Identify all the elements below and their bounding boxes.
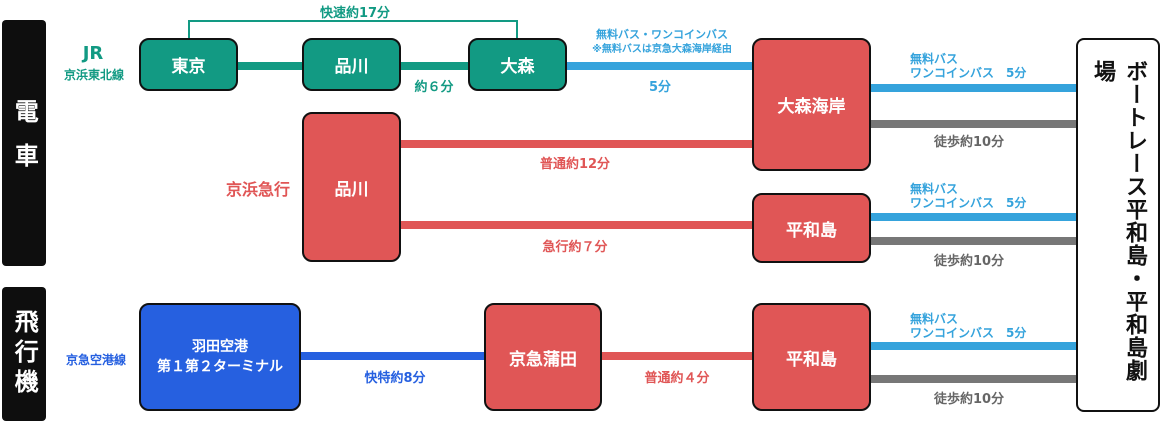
airport-local-line: [600, 352, 754, 360]
bus-label-1-line2: ワンコインバス 5分: [910, 66, 1027, 80]
jr-bus-line: [567, 62, 754, 70]
jr-rapid-time-label: 快速約17分: [319, 6, 391, 21]
bus-label-2-line1: 無料バス: [910, 182, 959, 196]
destination-name: ボートレース平和島・平和島劇場: [1090, 60, 1147, 382]
airport-local-time-label: 普通約４分: [644, 371, 710, 386]
bus-line-3: [871, 342, 1076, 350]
jr-keihin-tohoku-label: 京浜東北線: [63, 68, 124, 82]
jr-bus-label-line2: ※無料バスは京急大森海岸経由: [592, 44, 732, 55]
station-shinagawa-keikyu[interactable]: 品川: [302, 112, 401, 262]
destination-box[interactable]: ボートレース平和島・平和島劇場: [1076, 38, 1160, 412]
station-omori-kaigan[interactable]: 大森海岸: [752, 38, 871, 171]
station-omori[interactable]: 大森: [468, 38, 567, 91]
keikyu-express-line: [400, 221, 754, 229]
walk-label-3: 徒歩約10分: [934, 392, 1005, 407]
jr-rapid-bracket-top: [188, 20, 518, 22]
walk-line-2: [871, 237, 1076, 245]
station-heiwajima-keikyu[interactable]: 平和島: [752, 193, 871, 263]
station-shinagawa-jr[interactable]: 品川: [302, 38, 401, 91]
keikyu-express-time-label: 急行約７分: [542, 240, 608, 255]
keikyu-local-time-label: 普通約12分: [539, 157, 611, 172]
bus-line-1: [871, 84, 1076, 92]
jr-bus-time-label: 5分: [648, 80, 672, 95]
airport-rapid-line: [300, 352, 486, 360]
keikyu-line-label: 京浜急行: [225, 180, 290, 199]
airport-line-label: 京急空港線: [65, 353, 126, 367]
walk-label-2: 徒歩約10分: [934, 254, 1005, 269]
walk-line-3: [871, 375, 1076, 383]
jr-rapid-bracket-right: [516, 20, 518, 40]
station-haneda-airport[interactable]: 羽田空港 第１第２ターミナル: [139, 303, 301, 411]
bus-label-3-line2: ワンコインバス 5分: [910, 326, 1027, 340]
train-category-label: 電車: [2, 20, 46, 266]
bus-label-2-line2: ワンコインバス 5分: [910, 196, 1027, 210]
jr-bus-label-line1: 無料バス・ワンコインバス: [596, 28, 728, 41]
bus-line-2: [871, 213, 1076, 221]
station-keikyu-kamata[interactable]: 京急蒲田: [484, 303, 602, 411]
jr-segment-time-label: 約６分: [414, 80, 454, 95]
station-heiwajima-airport[interactable]: 平和島: [752, 303, 871, 411]
plane-category-label: 飛行機: [2, 287, 46, 421]
airport-rapid-time-label: 快特約8分: [364, 371, 426, 386]
walk-line-1: [871, 120, 1076, 128]
jr-line-label: JR: [82, 43, 104, 64]
walk-label-1: 徒歩約10分: [934, 135, 1005, 150]
station-tokyo[interactable]: 東京: [139, 38, 238, 91]
bus-label-1-line1: 無料バス: [910, 52, 959, 66]
bus-label-3-line1: 無料バス: [910, 312, 959, 326]
jr-rapid-bracket-left: [188, 20, 190, 40]
keikyu-local-line: [400, 140, 754, 148]
